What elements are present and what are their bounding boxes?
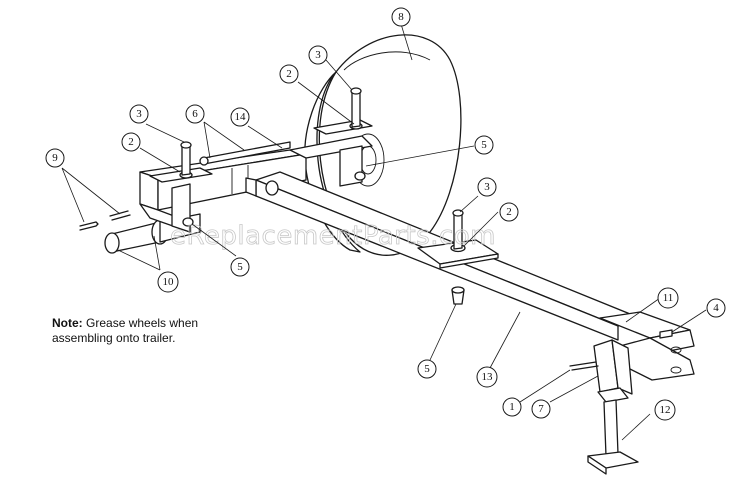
note-line-1: Grease wheels when (86, 316, 199, 330)
svg-text:2: 2 (506, 206, 512, 218)
callout-7: 8 (391, 7, 411, 27)
svg-text:12: 12 (660, 404, 671, 416)
svg-text:1: 1 (509, 401, 515, 413)
callout-2: 2 (121, 132, 141, 152)
svg-text:13: 13 (482, 371, 494, 383)
callout-10: 10 (157, 271, 179, 293)
tongue-plate (417, 209, 499, 269)
callout-5: 5 (417, 359, 437, 379)
svg-text:7: 7 (538, 403, 544, 415)
svg-text:2: 2 (286, 68, 292, 80)
callout-12: 12 (654, 399, 676, 421)
note-label: Note: (52, 316, 83, 330)
callout-2: 2 (279, 64, 299, 84)
svg-text:5: 5 (237, 261, 243, 273)
svg-text:5: 5 (424, 363, 430, 375)
svg-text:3: 3 (315, 49, 321, 61)
jack-stand (587, 339, 639, 475)
callout-2: 2 (499, 202, 519, 222)
svg-text:2: 2 (128, 136, 134, 148)
svg-text:4: 4 (713, 302, 719, 314)
jack-pin (569, 361, 599, 371)
watermark: eReplacementParts.com (170, 221, 496, 251)
callout-8: 7 (531, 399, 551, 419)
svg-text:8: 8 (398, 11, 404, 23)
callout-3: 3 (477, 177, 497, 197)
callout-5: 5 (230, 257, 250, 277)
callout-14: 14 (230, 107, 250, 127)
callout-6: 6 (185, 104, 205, 124)
note-line-2: assembling onto trailer. (52, 331, 176, 345)
long-bolt (199, 141, 291, 166)
callout-11: 11 (657, 287, 679, 309)
callout-3: 3 (308, 45, 328, 65)
svg-text:6: 6 (192, 108, 198, 120)
left-plate (149, 141, 213, 183)
hitch-bolt (659, 329, 673, 339)
callout-13: 13 (476, 366, 498, 388)
assembly-note: Note: Grease wheels when assembling onto… (52, 316, 198, 346)
grease-fitting-left (182, 217, 194, 227)
grease-fitting (451, 286, 465, 305)
callout-1: 1 (502, 397, 522, 417)
svg-text:9: 9 (52, 152, 58, 164)
svg-text:10: 10 (163, 276, 175, 288)
grease-fitting-hub (354, 171, 366, 181)
leader-lines (61, 23, 707, 441)
svg-text:3: 3 (484, 181, 490, 193)
svg-text:14: 14 (235, 111, 247, 123)
right-crossmember (289, 87, 373, 187)
svg-text:5: 5 (481, 139, 487, 151)
callout-9: 9 (45, 148, 65, 168)
svg-text:11: 11 (663, 292, 674, 304)
callout-5: 5 (474, 135, 494, 155)
callout-3: 3 (129, 104, 149, 124)
callout-4: 4 (706, 298, 726, 318)
svg-text:3: 3 (136, 108, 142, 120)
cotter-pin (79, 210, 131, 231)
